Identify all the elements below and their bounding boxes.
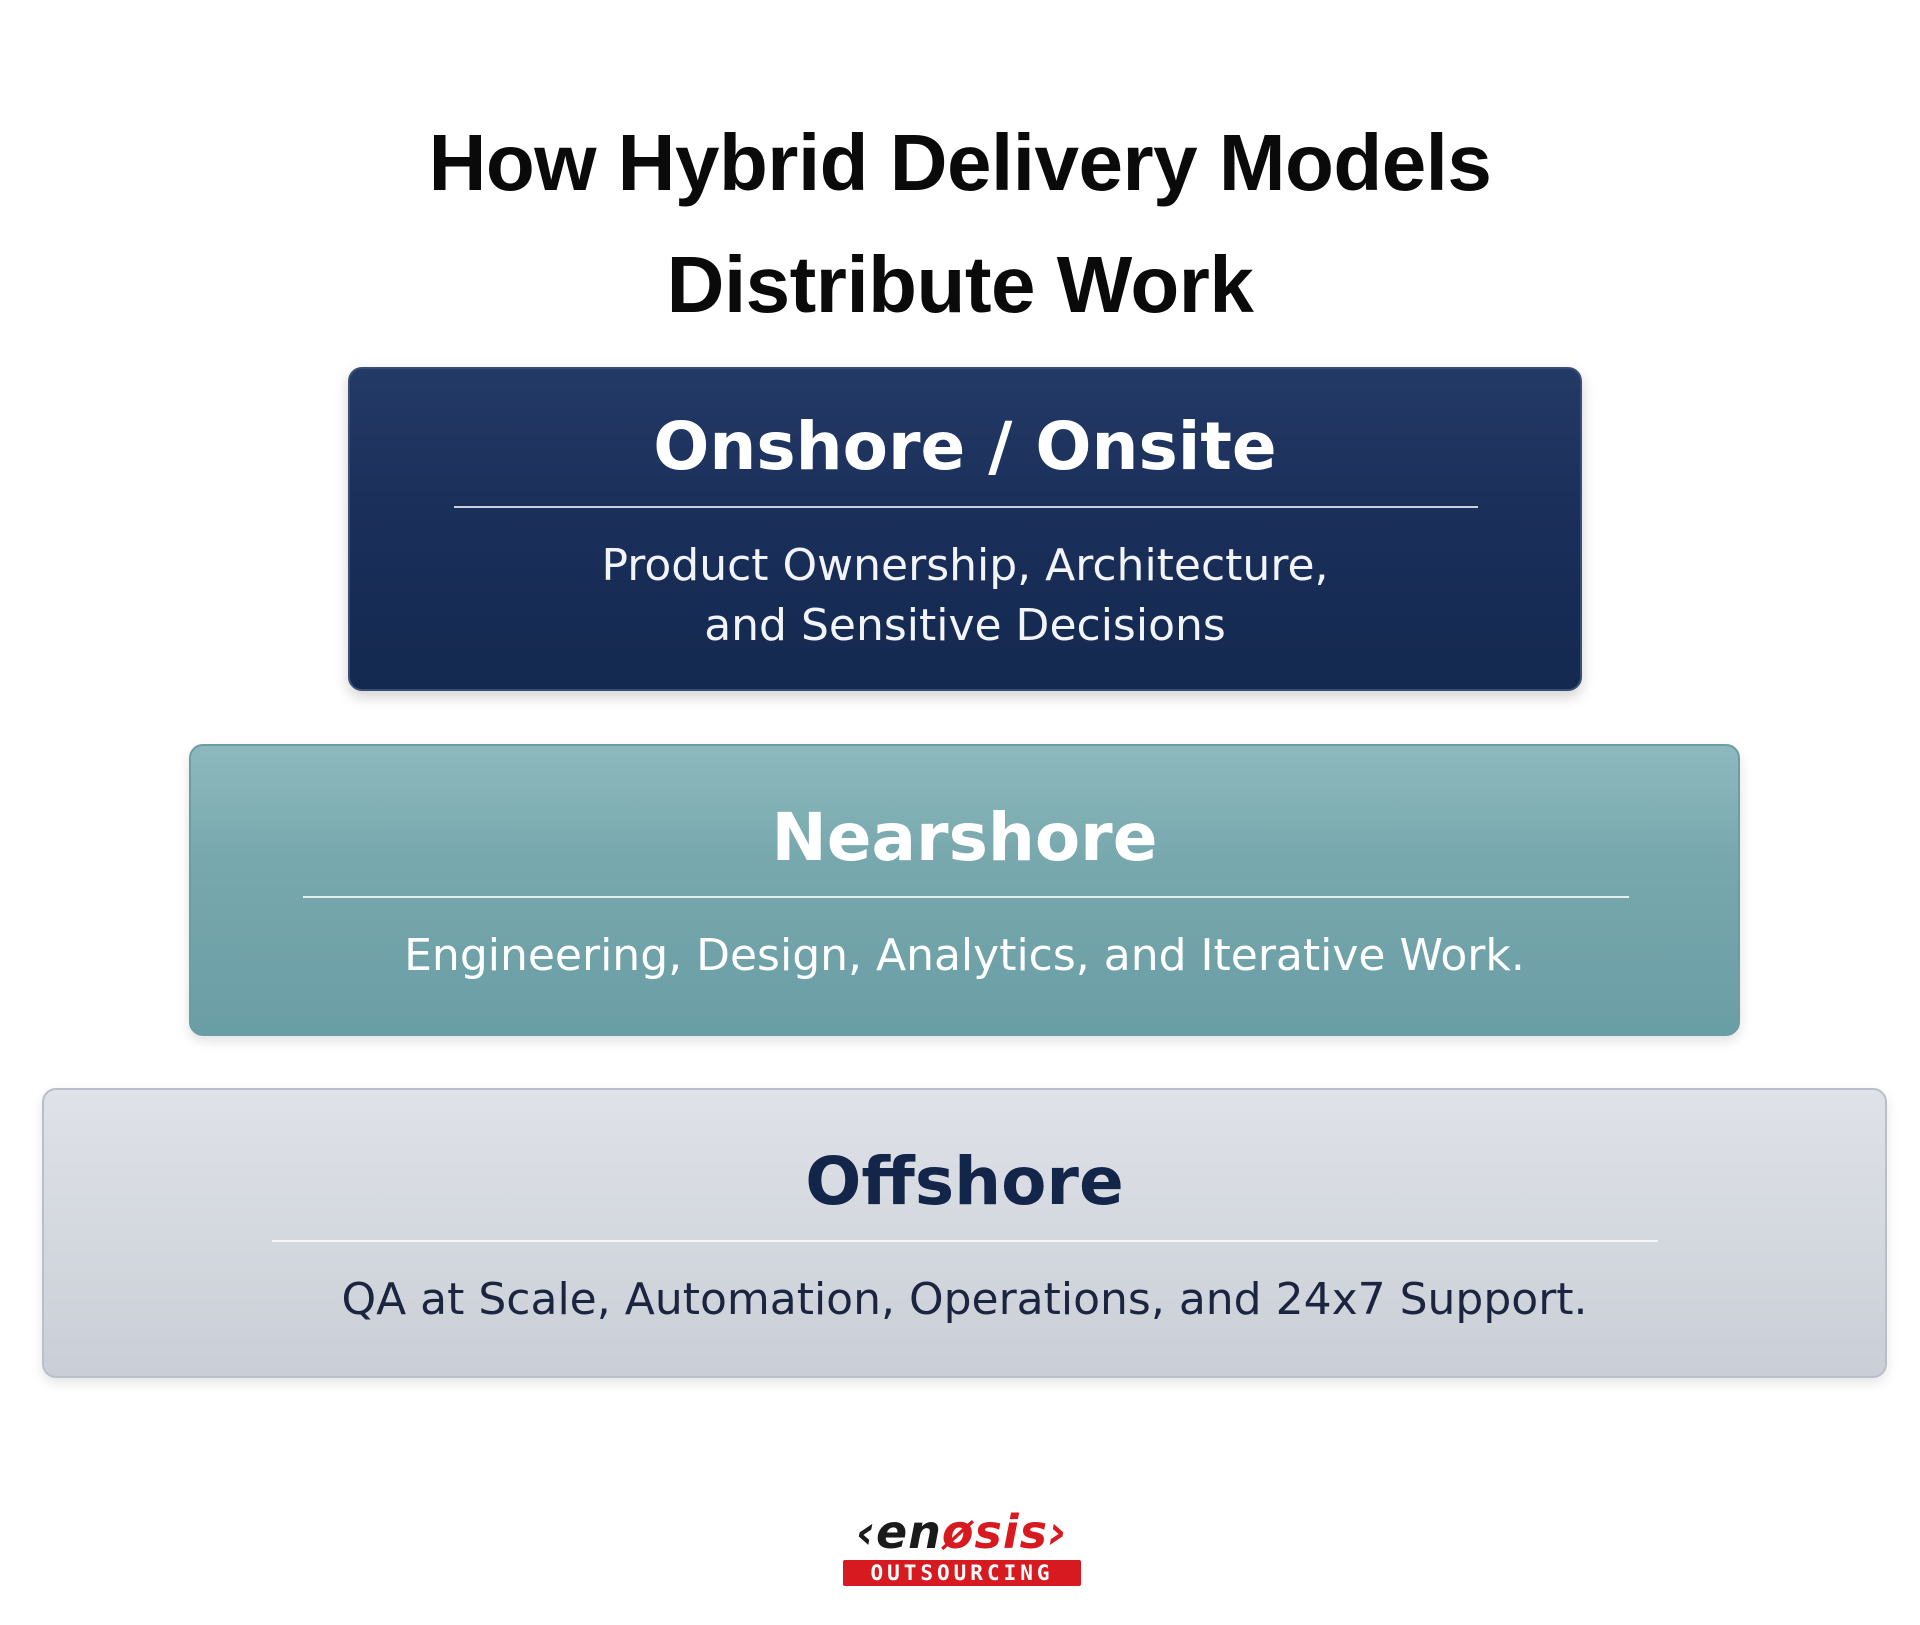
title-line-1: How Hybrid Delivery Models [428, 117, 1492, 207]
tier-nearshore: Nearshore Engineering, Design, Analytics… [189, 744, 1740, 1036]
logo-word-accent: ø [941, 1505, 975, 1559]
tier-nearshore-heading: Nearshore [771, 799, 1158, 876]
tier-onshore: Onshore / Onsite Product Ownership, Arch… [348, 367, 1582, 691]
tier-offshore-heading: Offshore [805, 1143, 1124, 1220]
tier-onshore-description-line-1: Product Ownership, Architecture, [601, 540, 1329, 591]
tier-nearshore-divider [303, 896, 1629, 898]
logo-subtitle: OUTSOURCING [843, 1560, 1081, 1586]
page-title: How Hybrid Delivery Models Distribute Wo… [0, 102, 1920, 346]
title-line-2: Distribute Work [666, 239, 1254, 329]
tier-nearshore-description: Engineering, Design, Analytics, and Iter… [191, 926, 1738, 986]
tier-offshore-divider [272, 1240, 1658, 1242]
tier-onshore-divider [454, 506, 1478, 508]
logo-word-left: ‹en [856, 1505, 942, 1559]
tier-offshore: Offshore QA at Scale, Automation, Operat… [42, 1088, 1887, 1378]
tier-nearshore-description-line-1: Engineering, Design, Analytics, and Iter… [404, 930, 1525, 981]
tier-offshore-description: QA at Scale, Automation, Operations, and… [44, 1270, 1885, 1330]
enosis-logo: ‹enøsis› OUTSOURCING [842, 1506, 1082, 1588]
tier-onshore-description-line-2: and Sensitive Decisions [704, 600, 1226, 651]
logo-word-right: sis› [974, 1505, 1068, 1559]
tier-onshore-heading: Onshore / Onsite [653, 408, 1277, 485]
tier-offshore-description-line-1: QA at Scale, Automation, Operations, and… [341, 1274, 1588, 1325]
tier-onshore-description: Product Ownership, Architecture, and Sen… [350, 536, 1580, 656]
logo-wordmark: ‹enøsis› [842, 1506, 1082, 1558]
